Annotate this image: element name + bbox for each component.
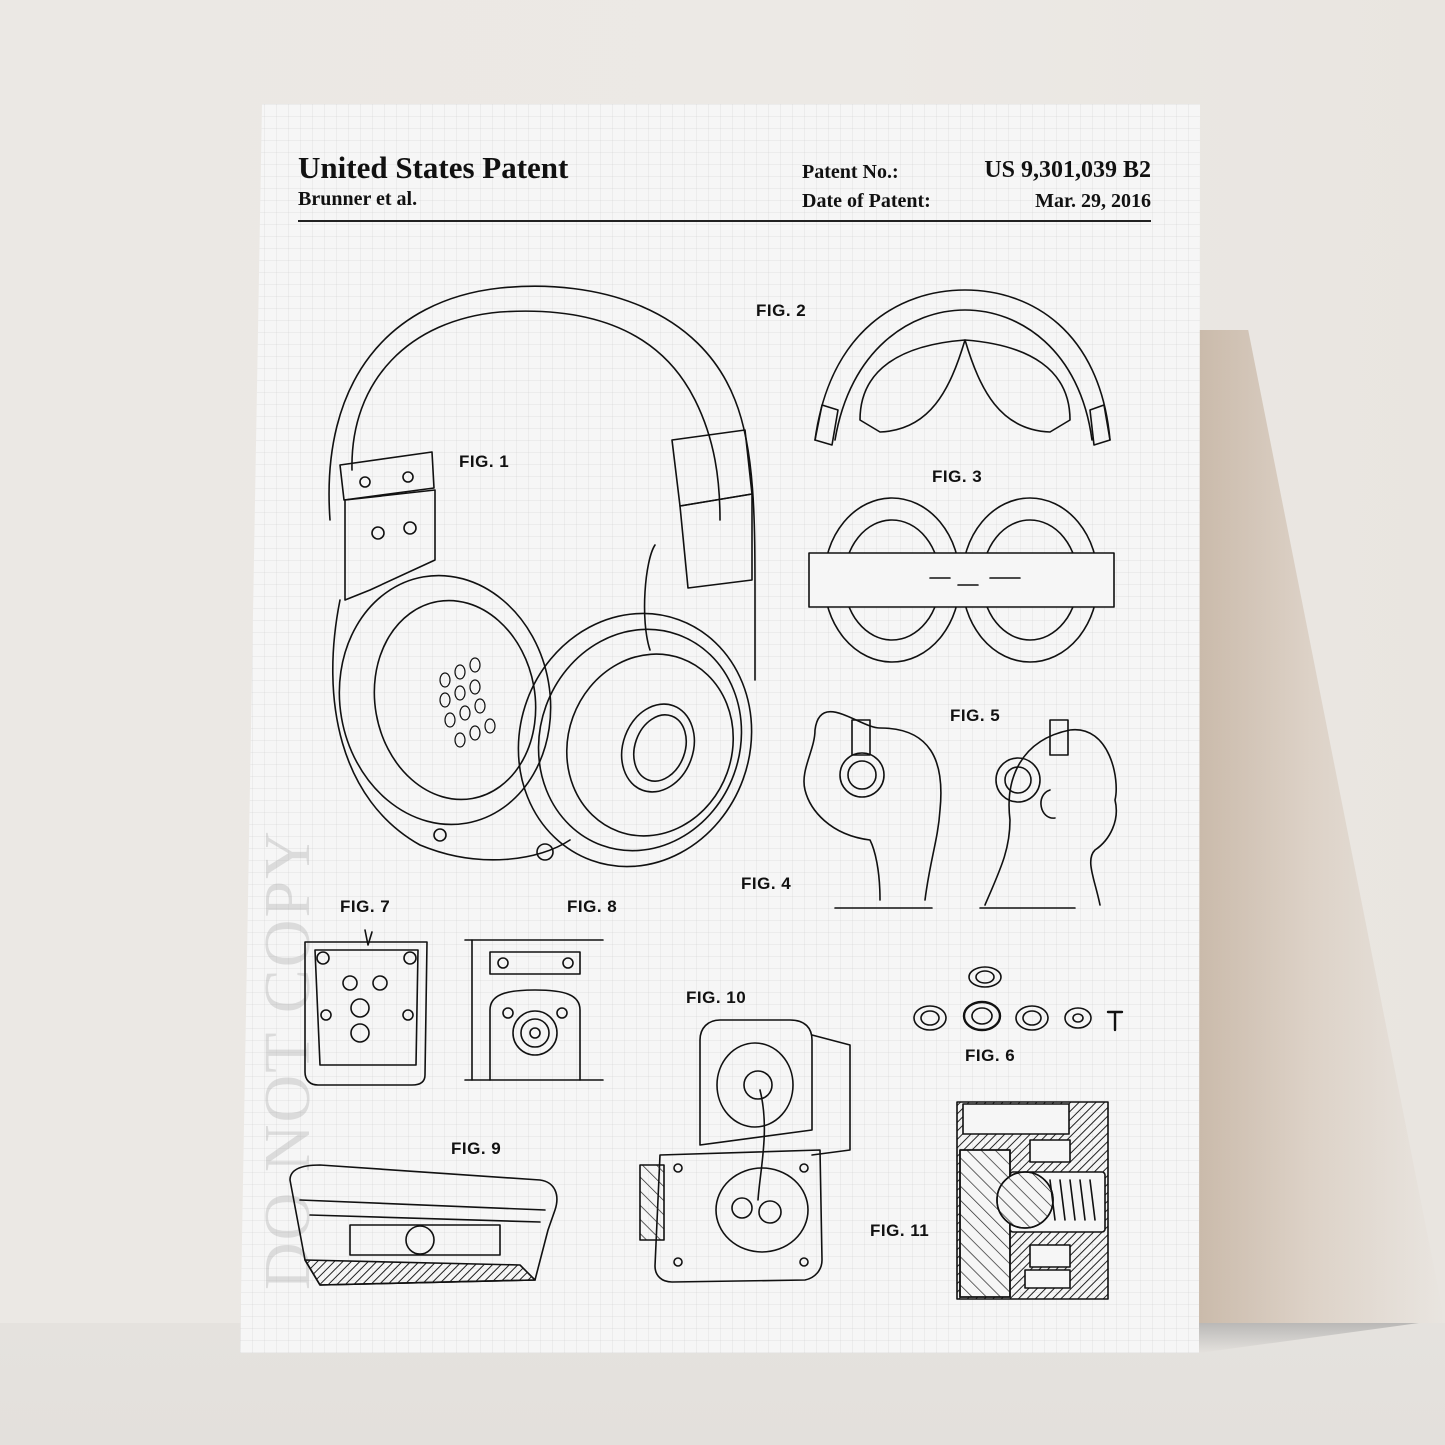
header-divider — [298, 220, 1151, 222]
patent-number-label: Patent No.: — [802, 161, 899, 183]
patent-date-label: Date of Patent: — [802, 190, 931, 212]
fig10-hinge-assembly-drawing — [640, 1020, 850, 1282]
fig1-label: FIG. 1 — [459, 452, 510, 471]
fig4-label: FIG. 4 — [741, 874, 792, 893]
fig5-head-rear-view-drawing — [980, 720, 1116, 908]
fig6-washers-drawing — [914, 967, 1122, 1030]
fig5-label: FIG. 5 — [950, 706, 1001, 725]
fig3-label: FIG. 3 — [932, 467, 983, 486]
fig2-label: FIG. 2 — [756, 301, 807, 320]
fig7-label: FIG. 7 — [340, 897, 391, 916]
fig3-headphone-bottom-view-drawing — [809, 498, 1114, 662]
patent-number: US 9,301,039 B2 — [984, 157, 1151, 183]
fig8-label: FIG. 8 — [567, 897, 618, 916]
fig10-label: FIG. 10 — [686, 988, 747, 1007]
fig11-cross-section-drawing — [957, 1102, 1108, 1299]
patent-inventors: Brunner et al. — [298, 188, 418, 210]
fig7-hinge-detail-drawing — [305, 930, 427, 1085]
fig9-label: FIG. 9 — [451, 1139, 502, 1158]
patent-title: United States Patent — [298, 150, 569, 185]
fig2-folded-headphone-drawing — [815, 290, 1110, 445]
fig1-headphone-drawing — [320, 286, 787, 899]
fig11-label: FIG. 11 — [870, 1221, 930, 1240]
patent-date: Mar. 29, 2016 — [1035, 190, 1151, 212]
fig6-label: FIG. 6 — [965, 1046, 1016, 1065]
fig8-hinge-detail-drawing — [465, 940, 603, 1080]
fig4-head-side-view-drawing — [804, 712, 941, 908]
fig9-cross-section-drawing — [290, 1165, 557, 1285]
